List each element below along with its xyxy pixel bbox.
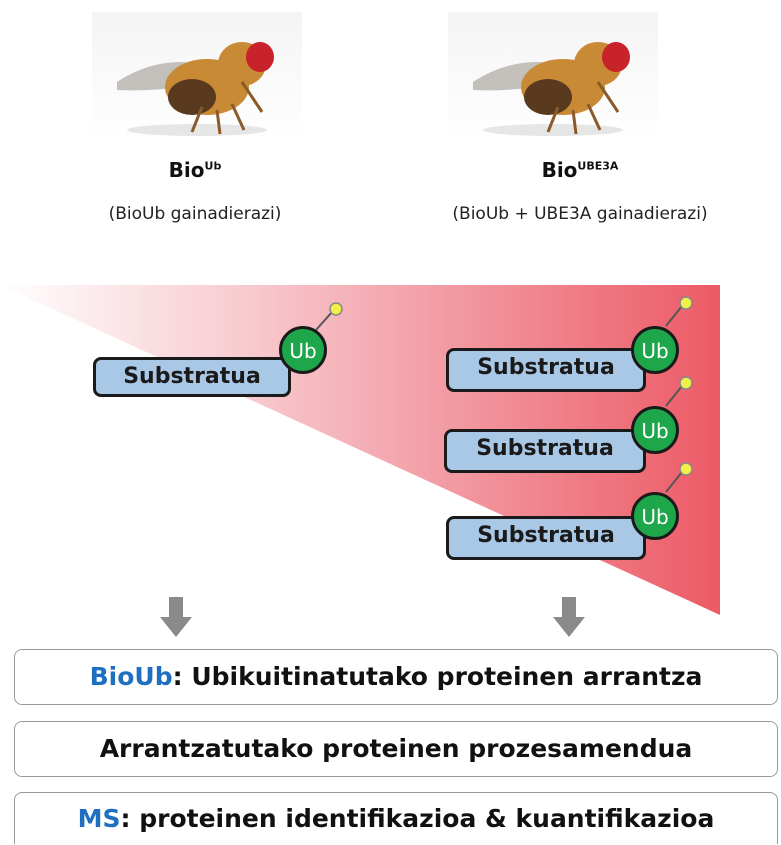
ub-circle: Ub bbox=[631, 326, 679, 374]
step-text: Arrantzatutako proteinen prozesamendua bbox=[100, 734, 693, 763]
substrate-box: Substratua bbox=[444, 429, 646, 473]
workflow-step-fishing: BioUb: Ubikuitinatutako proteinen arrant… bbox=[14, 649, 778, 705]
biotin-tag-icon bbox=[660, 460, 700, 496]
substrate-box: Substratua bbox=[446, 348, 646, 392]
step-text: : Ubikuitinatutako proteinen arrantza bbox=[173, 662, 703, 691]
biotin-tag-icon bbox=[310, 300, 350, 336]
workflow-step-processing: Arrantzatutako proteinen prozesamendua bbox=[14, 721, 778, 777]
down-arrow-icon bbox=[158, 597, 194, 639]
down-arrow-icon bbox=[551, 597, 587, 639]
ub-circle: Ub bbox=[631, 492, 679, 540]
substrate-box: Substratua bbox=[446, 516, 646, 560]
biotin-tag-icon bbox=[660, 374, 700, 410]
step-text: : proteinen identifikazioa & kuantifikaz… bbox=[121, 804, 715, 833]
biotin-tag-icon bbox=[660, 294, 700, 330]
step-highlight: MS bbox=[78, 804, 121, 833]
ub-circle: Ub bbox=[631, 406, 679, 454]
substrate-box: Substratua bbox=[93, 357, 291, 397]
workflow-step-ms: MS: proteinen identifikazioa & kuantifik… bbox=[14, 792, 778, 844]
step-highlight: BioUb bbox=[90, 662, 173, 691]
